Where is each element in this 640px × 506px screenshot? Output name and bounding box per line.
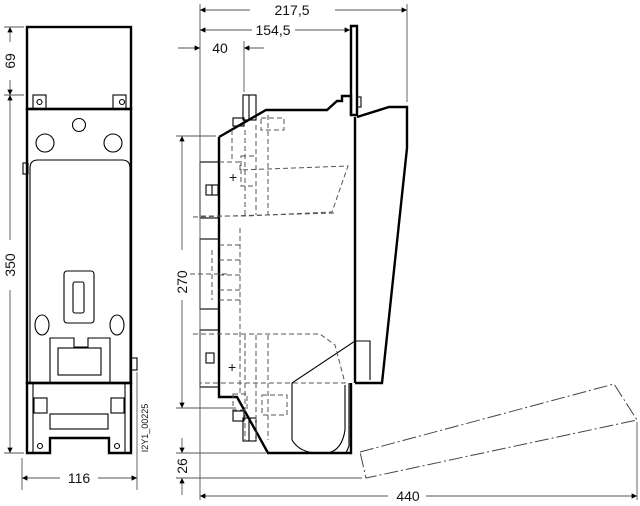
dim-width: 116 xyxy=(68,470,91,486)
dim-open-cover-reach: 440 xyxy=(396,488,420,504)
dim-terminal-spacing: 270 xyxy=(174,270,190,294)
side-view: + + xyxy=(190,24,409,455)
side-mounting-bracket xyxy=(349,24,359,117)
dim-bottom-offset: 26 xyxy=(174,458,190,474)
drawing-reference-id: I2Y1_00225 xyxy=(140,404,150,453)
front-body xyxy=(25,107,133,385)
front-handle xyxy=(63,270,95,324)
dim-body-height: 350 xyxy=(2,253,18,277)
front-view xyxy=(22,25,138,455)
side-dimensions: 217,5 154,5 40 270 26 440 xyxy=(174,2,638,504)
side-rear-cover xyxy=(355,105,409,385)
svg-text:+: + xyxy=(229,169,237,185)
terminal-lower xyxy=(199,329,220,388)
dim-top-height: 69 xyxy=(2,53,18,69)
front-base xyxy=(25,381,133,455)
open-cover-phantom xyxy=(359,383,638,479)
dim-depth-to-bracket: 154,5 xyxy=(255,22,290,38)
dim-offset: 40 xyxy=(212,40,228,56)
svg-text:+: + xyxy=(228,359,236,375)
side-body-outline xyxy=(218,94,353,139)
dim-overall-depth: 217,5 xyxy=(274,2,309,18)
terminal-upper xyxy=(199,161,220,219)
open-cover-outline xyxy=(359,383,638,479)
front-top-cap xyxy=(25,25,133,111)
front-dimensions: 69 350 116 I2Y1_00225 xyxy=(2,26,150,490)
